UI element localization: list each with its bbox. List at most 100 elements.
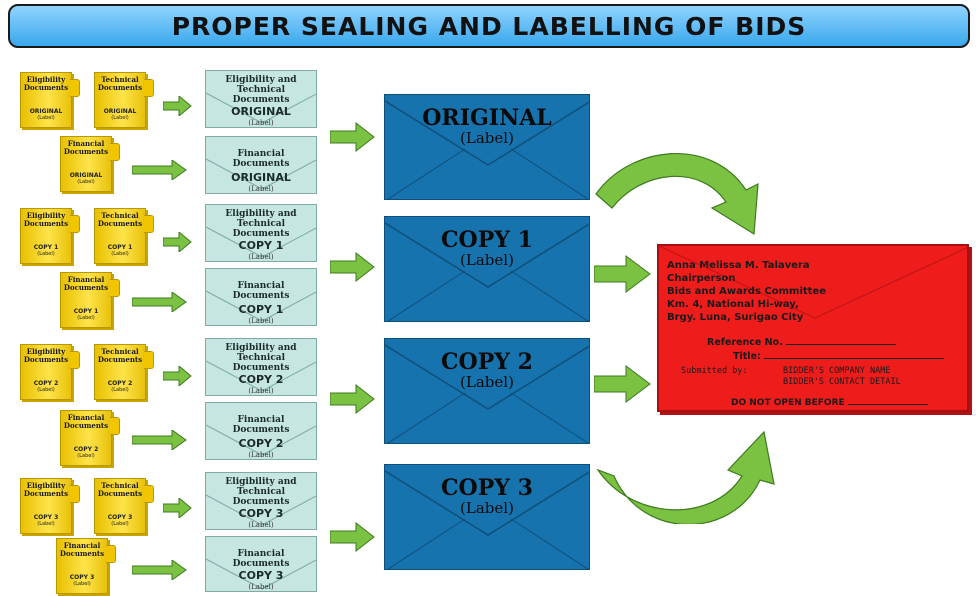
packet-financial: Financial Documents ORIGINAL (Label): [205, 136, 317, 194]
do-not-open-label: DO NOT OPEN BEFORE: [731, 398, 845, 408]
do-not-open-row: DO NOT OPEN BEFORE: [731, 396, 928, 408]
packet-title: Financial Documents: [232, 281, 290, 301]
folder-financial: Financial Documents ORIGINAL(Label): [60, 136, 120, 192]
packet-label: (Label): [248, 451, 274, 459]
folder-title: Eligibility Documents: [23, 347, 69, 364]
submitted-by-label: Submitted by:: [681, 366, 748, 376]
envelope-title: COPY 3: [441, 475, 533, 501]
packet-label: (Label): [248, 185, 274, 193]
envelope-copy-3: COPY 3 (Label): [384, 464, 590, 570]
arrow-right-icon: [132, 560, 187, 580]
title-label: Title:: [733, 351, 761, 362]
arrow-right-icon: [163, 498, 192, 518]
arrow-right-icon: [330, 252, 375, 282]
bidder-company-name: BIDDER'S COMPANY NAME: [783, 366, 891, 376]
reference-row: Reference No.: [707, 336, 897, 348]
folder-financial: Financial Documents COPY 3(Label): [56, 538, 116, 594]
addressee-position: Chairperson: [667, 273, 736, 284]
folder-eligibility: Eligibility Documents ORIGINAL(Label): [20, 72, 80, 128]
packet-tag: COPY 2: [238, 437, 284, 450]
folder-tag: COPY 1(Label): [107, 244, 133, 257]
packet-tag: COPY 2: [238, 373, 284, 386]
do-not-open-blank: [847, 396, 928, 405]
arrow-right-icon: [330, 384, 375, 414]
folder-technical: Technical Documents COPY 3(Label): [94, 478, 154, 534]
folder-tag: COPY 3(Label): [107, 514, 133, 527]
arrow-right-icon: [132, 160, 187, 180]
folder-tag: COPY 2(Label): [73, 446, 99, 459]
folder-technical: Technical Documents ORIGINAL(Label): [94, 72, 154, 128]
curved-arrow-up-icon: [596, 430, 775, 524]
packet-label: (Label): [248, 119, 274, 127]
addressee-address-line-1: Km. 4, National Hi-way,: [667, 299, 799, 310]
packet-title: Financial Documents: [232, 549, 290, 569]
arrow-right-icon: [163, 96, 192, 116]
arrow-right-icon: [132, 430, 187, 450]
folder-technical: Technical Documents COPY 1(Label): [94, 208, 154, 264]
packet-title: Eligibility and Technical Documents: [225, 477, 297, 507]
packet-tag: COPY 1: [238, 239, 284, 252]
arrow-right-icon: [163, 366, 192, 386]
envelope-label: (Label): [460, 373, 514, 391]
arrow-right-icon: [330, 522, 375, 552]
packet-tag: COPY 3: [238, 569, 284, 582]
folder-tag: ORIGINAL(Label): [103, 108, 137, 121]
folder-tag: COPY 1(Label): [73, 308, 99, 321]
envelope-label: (Label): [460, 129, 514, 147]
arrow-right-icon: [163, 232, 192, 252]
folder-tag: ORIGINAL(Label): [29, 108, 63, 121]
packet-label: (Label): [248, 387, 274, 395]
packet-tag: ORIGINAL: [231, 105, 291, 118]
packet-eligibility-technical: Eligibility and Technical Documents COPY…: [205, 338, 317, 396]
packet-title: Eligibility and Technical Documents: [225, 75, 297, 105]
folder-financial: Financial Documents COPY 1(Label): [60, 272, 120, 328]
addressee-committee: Bids and Awards Committee: [667, 286, 826, 297]
folder-eligibility: Eligibility Documents COPY 1(Label): [20, 208, 80, 264]
envelope-title: ORIGINAL: [422, 105, 552, 131]
packet-label: (Label): [248, 583, 274, 591]
envelope-title: COPY 2: [441, 349, 533, 375]
reference-blank: [786, 336, 897, 345]
packet-financial: Financial Documents COPY 3 (Label): [205, 536, 317, 592]
folder-title: Financial Documents: [59, 541, 105, 558]
folder-tag: ORIGINAL(Label): [69, 172, 103, 185]
folder-tag: COPY 2(Label): [33, 380, 59, 393]
folder-eligibility: Eligibility Documents COPY 2(Label): [20, 344, 80, 400]
folder-eligibility: Eligibility Documents COPY 3(Label): [20, 478, 80, 534]
packet-tag: COPY 3: [238, 507, 284, 520]
folder-technical: Technical Documents COPY 2(Label): [94, 344, 154, 400]
arrow-right-icon: [132, 292, 187, 312]
folder-title: Technical Documents: [97, 481, 143, 498]
packet-tag: ORIGINAL: [231, 171, 291, 184]
folder-title: Financial Documents: [63, 413, 109, 430]
curved-arrow-down-icon: [595, 152, 759, 236]
envelope-label: (Label): [460, 251, 514, 269]
packet-title: Financial Documents: [232, 149, 290, 169]
packet-title: Eligibility and Technical Documents: [225, 343, 297, 373]
folder-tag: COPY 2(Label): [107, 380, 133, 393]
addressee-address-line-2: Brgy. Luna, Surigao City: [667, 312, 804, 323]
envelope-copy-1: COPY 1 (Label): [384, 216, 590, 322]
title-blank: [764, 350, 945, 359]
addressee-name: Anna Melissa M. Talavera: [667, 260, 810, 271]
arrow-right-icon: [594, 365, 651, 403]
envelope-flap-lines: [659, 246, 967, 319]
folder-title: Eligibility Documents: [23, 481, 69, 498]
folder-financial: Financial Documents COPY 2(Label): [60, 410, 120, 466]
packet-eligibility-technical: Eligibility and Technical Documents ORIG…: [205, 70, 317, 128]
envelope-label: (Label): [460, 499, 514, 517]
envelope-original: ORIGINAL (Label): [384, 94, 590, 200]
arrow-right-icon: [330, 122, 375, 152]
packet-financial: Financial Documents COPY 1 (Label): [205, 268, 317, 326]
packet-label: (Label): [248, 317, 274, 325]
packet-eligibility-technical: Eligibility and Technical Documents COPY…: [205, 472, 317, 530]
folder-tag: COPY 3(Label): [69, 574, 95, 587]
addressee-block: Anna Melissa M. Talavera Chairperson Bid…: [667, 259, 826, 324]
packet-tag: COPY 1: [238, 303, 284, 316]
packet-financial: Financial Documents COPY 2 (Label): [205, 402, 317, 460]
folder-title: Financial Documents: [63, 139, 109, 156]
envelope-copy-2: COPY 2 (Label): [384, 338, 590, 444]
title-banner: PROPER SEALING AND LABELLING OF BIDS: [8, 4, 970, 48]
banner-title: PROPER SEALING AND LABELLING OF BIDS: [171, 11, 807, 41]
folder-title: Eligibility Documents: [23, 211, 69, 228]
